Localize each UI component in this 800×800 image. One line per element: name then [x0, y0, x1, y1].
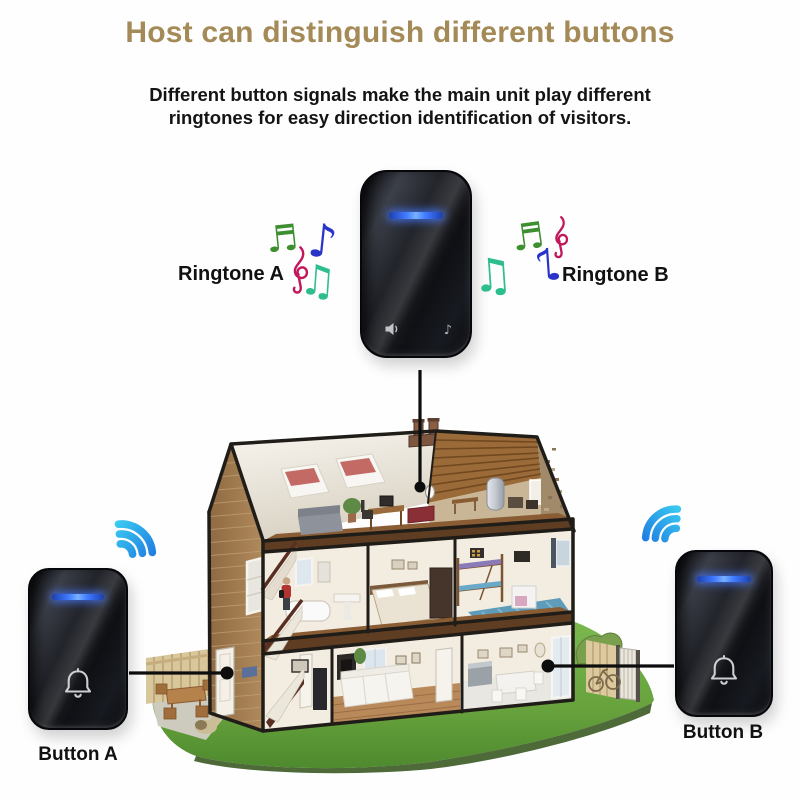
wifi-waves-icon [641, 505, 682, 543]
garden-gate [616, 645, 640, 702]
skylight [280, 453, 386, 499]
page-title: Host can distinguish different buttons [125, 16, 675, 49]
button-b-label: Button B [682, 722, 764, 743]
ringtone-b-label: Ringtone B [562, 264, 669, 286]
button-b-status-led [697, 576, 751, 582]
button-a-status-led [52, 594, 104, 600]
speaker-icon [385, 323, 398, 335]
house [207, 418, 576, 733]
subtitle-line-1: Different button signals make the main u… [149, 84, 651, 105]
second-floor-face [263, 612, 572, 654]
beamed-notes-icon: ♫ [297, 254, 339, 307]
wifi-waves-icon [114, 520, 157, 559]
front-door [215, 646, 235, 718]
beamed-notes-icon: ♫ [470, 246, 516, 304]
music-note-icon: ♪ [443, 323, 452, 338]
ringtone-a-label: Ringtone A [178, 263, 284, 285]
attic-ceiling [231, 431, 436, 541]
subtitle: Different button signals make the main u… [0, 84, 800, 129]
receiver-status-led [389, 212, 443, 219]
subtitle-line-2: ringtones for easy direction identificat… [168, 106, 632, 128]
dog [195, 712, 220, 734]
bathroom [285, 556, 361, 622]
entry-hall [291, 653, 327, 710]
callout-dot-door [220, 666, 234, 680]
treble-clef-icon [292, 246, 309, 294]
callout-dot-kitchen [541, 659, 555, 673]
roof-wood-slats [428, 431, 542, 503]
connectors [129, 370, 674, 675]
window-box [242, 666, 257, 678]
house-outline [207, 429, 576, 733]
button-b-device [675, 550, 773, 717]
gable-window [245, 556, 264, 616]
lawn-edge [194, 703, 652, 774]
receiver-device: ♪ [360, 170, 472, 358]
attic-furniture [298, 477, 538, 535]
treble-clef-icon [554, 216, 569, 259]
bell-icon [710, 654, 738, 685]
person-on-stairs [279, 577, 291, 610]
bedroom [370, 559, 453, 627]
bicycle [588, 668, 621, 692]
attic-floor-face [263, 519, 572, 552]
eighth-note-icon: ♪ [532, 239, 564, 292]
callout-dot-attic [414, 481, 426, 493]
bell-icon [64, 667, 92, 698]
button-a-label: Button A [38, 744, 118, 765]
kitchen [462, 634, 572, 710]
button-a-device [28, 568, 128, 730]
